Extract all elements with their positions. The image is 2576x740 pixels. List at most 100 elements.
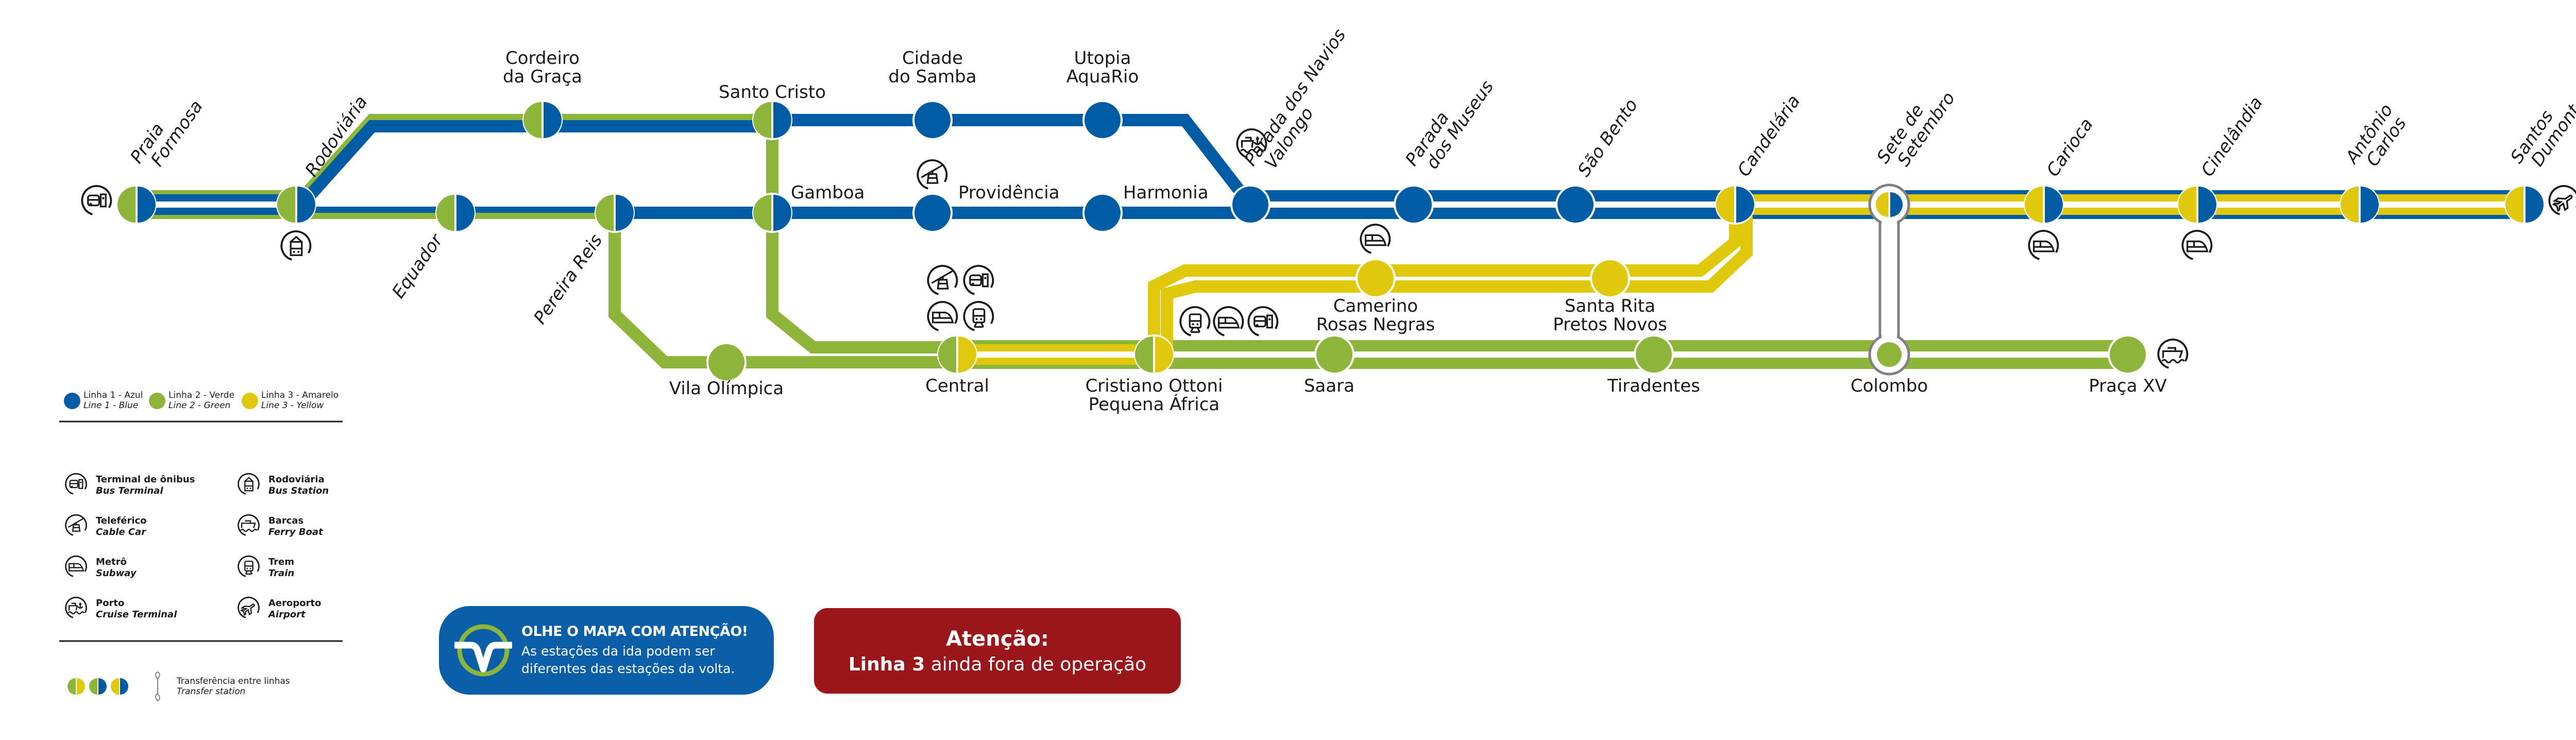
station-label-equador: Equador (388, 230, 447, 302)
cable-car-icon (917, 159, 948, 190)
track-l2-gamboa-central (766, 213, 957, 354)
svg-text:Train: Train (268, 568, 294, 579)
station-harmonia[interactable] (1082, 193, 1123, 233)
station-central[interactable] (937, 334, 977, 375)
subway-icon (65, 556, 87, 577)
station-gamboa[interactable] (752, 193, 792, 233)
station-cordeiro-da-graca[interactable] (522, 100, 563, 140)
station-camerino[interactable] (1355, 258, 1396, 298)
airport-icon (238, 597, 260, 618)
svg-text:Rodoviária: Rodoviária (268, 474, 325, 485)
station-label-candelaria: Candelária (1734, 91, 1805, 180)
bus-terminal-icon (81, 185, 112, 215)
station-label-harmonia: Harmonia (1123, 182, 1209, 203)
station-label-praia-formosa: PraiaFormosa (126, 86, 207, 178)
station-label-colombo: Colombo (1851, 376, 1928, 396)
subway-icon (2181, 230, 2213, 260)
station-colombo[interactable] (1875, 340, 1904, 369)
station-candelaria[interactable] (1715, 184, 1755, 225)
station-tiradentes[interactable] (1634, 334, 1674, 375)
svg-text:Linha 1 - Azul: Linha 1 - Azul (83, 390, 143, 400)
notice-red-rest: ainda fora de operação (925, 653, 1147, 675)
station-antonio-carlos[interactable] (2340, 184, 2380, 225)
station-label-sao-bento: São Bento (1574, 95, 1642, 180)
svg-text:Teleférico: Teleférico (96, 515, 147, 526)
station-cidade-do-samba[interactable] (912, 100, 953, 140)
legend-transfer-connector-icon (155, 671, 160, 702)
train-icon (238, 556, 260, 577)
cruise-terminal-icon (1236, 128, 1267, 159)
cable-car-icon (927, 265, 958, 295)
bus-terminal-icon (65, 473, 87, 495)
station-praca-xv[interactable] (2108, 334, 2148, 375)
station-label-pereira-reis: Pereira Reis (530, 230, 606, 328)
notice-line-1: As estações da ida podem ser (521, 643, 715, 659)
ferry-boat-icon (238, 514, 260, 536)
station-praia-formosa[interactable] (116, 184, 157, 225)
notice-check-map: OLHE O MAPA COM ATENÇÃO! As estações da … (439, 606, 774, 695)
station-cinelandia[interactable] (2177, 184, 2217, 225)
station-equador[interactable] (435, 193, 476, 233)
svg-text:Line 2 - Green: Line 2 - Green (168, 400, 230, 411)
bus-station-icon (238, 473, 260, 495)
svg-text:Aeroporto: Aeroporto (268, 598, 321, 609)
subway-icon (1360, 224, 1391, 254)
station-label-sete-de-setembro: Sete deSetembro (1873, 78, 1959, 178)
svg-text:Ferry Boat: Ferry Boat (268, 527, 324, 537)
station-label-santos-dumont: SantosDumont (2506, 90, 2576, 178)
station-providencia[interactable] (912, 193, 953, 233)
station-label-parada-dos-navios: Parada dos NaviosValongo (1240, 25, 1365, 180)
svg-text:Barcas: Barcas (268, 515, 303, 526)
station-label-carioca: Carioca (2043, 114, 2097, 180)
station-label-santo-cristo: Santo Cristo (719, 82, 826, 103)
bus-station-icon (280, 230, 312, 261)
vlt-logo-icon (454, 624, 512, 677)
station-saara[interactable] (1314, 334, 1354, 375)
station-vila-olimpica[interactable] (706, 342, 747, 382)
station-sao-bento[interactable] (1555, 184, 1596, 225)
station-parada-dos-navios[interactable] (1230, 184, 1270, 225)
bus-terminal-icon (963, 265, 994, 295)
subway-icon (927, 301, 958, 331)
station-label-saara: Saara (1304, 376, 1354, 396)
station-santa-rita[interactable] (1590, 258, 1630, 298)
svg-text:Cable Car: Cable Car (96, 527, 146, 537)
svg-text:Terminal de ônibus: Terminal de ônibus (96, 474, 195, 485)
station-label-central: Central (925, 376, 989, 396)
svg-text:Linha 2 - Verde: Linha 2 - Verde (168, 390, 234, 400)
station-label-gamboa: Gamboa (791, 182, 865, 203)
ferry-boat-icon (2157, 339, 2189, 369)
svg-text:Bus Station: Bus Station (268, 485, 329, 496)
notice-line-2: diferentes das estações da volta. (521, 661, 735, 676)
station-label-antonio-carlos: AntônioCarlos (2341, 100, 2412, 178)
station-pereira-reis[interactable] (595, 193, 635, 233)
station-rodoviaria[interactable] (276, 184, 316, 225)
track-l3-co-cand-2 (1161, 205, 1753, 355)
svg-text:Line 3 - Yellow: Line 3 - Yellow (261, 400, 324, 411)
station-parada-dos-museus[interactable] (1394, 184, 1434, 225)
station-label-vila-olimpica: Vila Olímpica (669, 378, 784, 399)
station-santo-cristo[interactable] (752, 100, 792, 140)
station-carioca[interactable] (2024, 184, 2064, 225)
station-icon-layer (81, 128, 2576, 369)
station-santos-dumont[interactable] (2504, 184, 2545, 225)
notice-title: OLHE O MAPA COM ATENÇÃO! (521, 623, 748, 640)
subway-icon (2028, 230, 2059, 260)
notice-red-line: Linha 3 (848, 653, 925, 675)
svg-text:Line 1 - Blue: Line 1 - Blue (83, 400, 138, 411)
notice-line3-out-of-service: Atenção: Linha 3 ainda fora de operação (814, 608, 1181, 694)
bus-terminal-icon (1247, 306, 1279, 337)
station-utopia-aquario[interactable] (1082, 100, 1123, 140)
svg-text:Linha 3 - Amarelo: Linha 3 - Amarelo (261, 390, 338, 400)
station-cristiano-ottoni[interactable] (1134, 334, 1174, 375)
station-sete-de-setembro[interactable] (1875, 190, 1904, 219)
